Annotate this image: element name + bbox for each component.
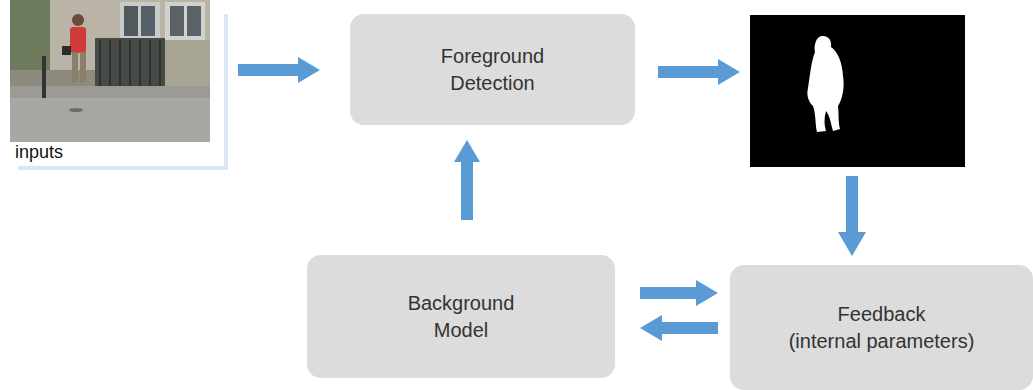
mask-arrows [658, 59, 866, 256]
process-box: Feedback(internal parameters) [730, 265, 1033, 390]
block-arrow [640, 315, 718, 341]
block-arrow [454, 140, 480, 220]
foreground-mask [750, 15, 965, 167]
box-label: Foreground Detection [425, 43, 560, 97]
process-box: Foreground Detection [350, 14, 635, 125]
input-photo [10, 0, 210, 142]
box-label: Background Model [394, 290, 529, 344]
process-box: Background Model [307, 255, 615, 378]
box-label: Feedback [838, 301, 926, 328]
image-caption: inputs [15, 142, 63, 163]
block-arrow [640, 280, 718, 306]
block-arrow [238, 57, 320, 83]
input-photo-node: inputs [10, 0, 210, 142]
box-label: (internal parameters) [789, 328, 975, 355]
